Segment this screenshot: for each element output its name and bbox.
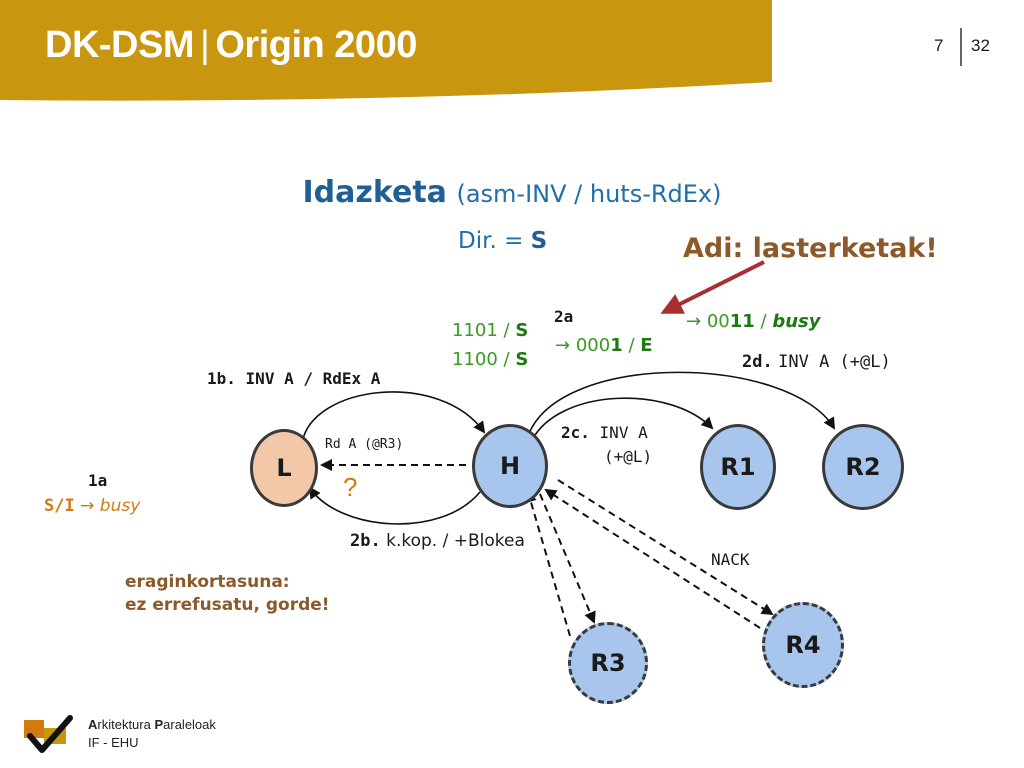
dir-0001: → 0001 / E — [555, 335, 653, 356]
heading-main: Idazketa — [302, 175, 447, 210]
dir-0001-state: E — [640, 335, 653, 356]
efficiency-line1: eraginkortasuna: — [125, 572, 290, 592]
dir-1101-state: S — [515, 320, 529, 341]
dir-0001-arrow: → — [555, 335, 571, 356]
busy-arrow: → — [686, 311, 702, 332]
dir-1100: 1100 / S — [452, 349, 528, 370]
node-H: H — [472, 424, 548, 508]
node-L: L — [250, 429, 318, 507]
2d-text: INV A (+@L) — [778, 352, 891, 372]
label-1b: 1b. INV A / RdEx A — [207, 369, 380, 388]
2b-text: k.kop. / +Blokea — [386, 531, 525, 551]
title-left: DK-DSM — [45, 24, 194, 66]
warning-arrow — [660, 260, 765, 314]
si-label: S/I — [44, 496, 75, 516]
dir-1101-bits: 1101 / — [452, 320, 510, 341]
directory-state: Dir. = S — [458, 228, 547, 254]
1b-text: INV A / RdEx A — [245, 369, 381, 388]
dir-0001-bits-a: 000 — [575, 335, 611, 356]
busy-bits-a: 00 — [706, 311, 730, 332]
checkmark-logo-icon — [24, 715, 73, 753]
1b-num: 1b. — [207, 369, 236, 388]
2c-text1: INV A — [599, 423, 648, 442]
dir-state: S — [530, 228, 548, 254]
arrow-r3-to-h — [525, 490, 571, 637]
footer-c: P — [154, 717, 164, 732]
dir-1100-state: S — [515, 349, 529, 370]
footer-line2: IF - EHU — [88, 734, 139, 750]
dir-1100-bits: 1100 / — [452, 349, 510, 370]
2c-num: 2c. — [561, 423, 590, 442]
label-2b: 2b. k.kop. / +Blokea — [350, 531, 525, 551]
slide-title: DK-DSM|Origin 2000 — [45, 24, 417, 67]
label-2a: 2a — [554, 307, 574, 326]
diagram-heading: Idazketa (asm-INV / huts-RdEx) — [0, 175, 1024, 210]
dir-1101: 1101 / S — [452, 320, 528, 341]
label-2d: 2d. INV A (+@L) — [742, 352, 891, 372]
dir-prefix: Dir. = — [458, 228, 524, 254]
page-current: 7 — [934, 36, 944, 55]
footer-line1: Arkitektura Paraleloak — [88, 716, 216, 734]
busy-slash: / — [760, 311, 767, 332]
footer-b: rkitektura — [97, 717, 155, 732]
footer-a: A — [88, 717, 98, 732]
arrow-h-to-r4 — [557, 479, 774, 616]
page-total: 32 — [971, 36, 990, 55]
arrow-r4-to-h — [544, 488, 761, 629]
arrow-2c — [531, 397, 714, 441]
2d-num: 2d. — [742, 352, 773, 372]
label-rd-a: Rd A (@R3) — [325, 437, 404, 452]
dir-0001-slash: / — [628, 335, 635, 356]
dir-busy: → 0011 / busy — [686, 311, 821, 332]
busy-state: busy — [772, 311, 821, 332]
arrow-2b — [308, 486, 481, 525]
node-R2: R2 — [822, 424, 904, 510]
title-separator: | — [199, 24, 210, 66]
arrow-2d — [527, 371, 836, 437]
node-R3: R3 — [568, 622, 648, 704]
label-2c: 2c. INV A — [561, 423, 648, 442]
busy-bits-b: 11 — [729, 311, 755, 332]
label-nack: NACK — [711, 550, 750, 569]
question-mark: ? — [343, 472, 358, 502]
efficiency-note: eraginkortasuna: ez errefusatu, gorde! — [125, 571, 330, 617]
arrow-1b — [301, 391, 486, 444]
si-busy: busy — [99, 496, 141, 516]
header-band — [0, 0, 962, 101]
race-warning: Adi: lasterketak! — [683, 233, 938, 264]
footer-text: Arkitektura Paraleloak IF - EHU — [88, 716, 216, 751]
label-2c-extra: (+@L) — [604, 447, 653, 466]
label-si-busy: S/I → busy — [44, 496, 140, 516]
heading-sub: (asm-INV / huts-RdEx) — [456, 180, 722, 208]
si-arrow: → — [80, 496, 95, 516]
label-1a: 1a — [88, 471, 108, 490]
node-R4: R4 — [762, 602, 844, 688]
2b-num: 2b. — [350, 531, 381, 551]
footer-d: araleloak — [163, 717, 216, 732]
node-R1: R1 — [700, 424, 776, 510]
title-right: Origin 2000 — [215, 24, 417, 66]
dir-0001-bits-b: 1 — [610, 335, 623, 356]
efficiency-line2: ez errefusatu, gorde! — [125, 594, 330, 615]
arrow-h-to-r3 — [539, 493, 596, 624]
